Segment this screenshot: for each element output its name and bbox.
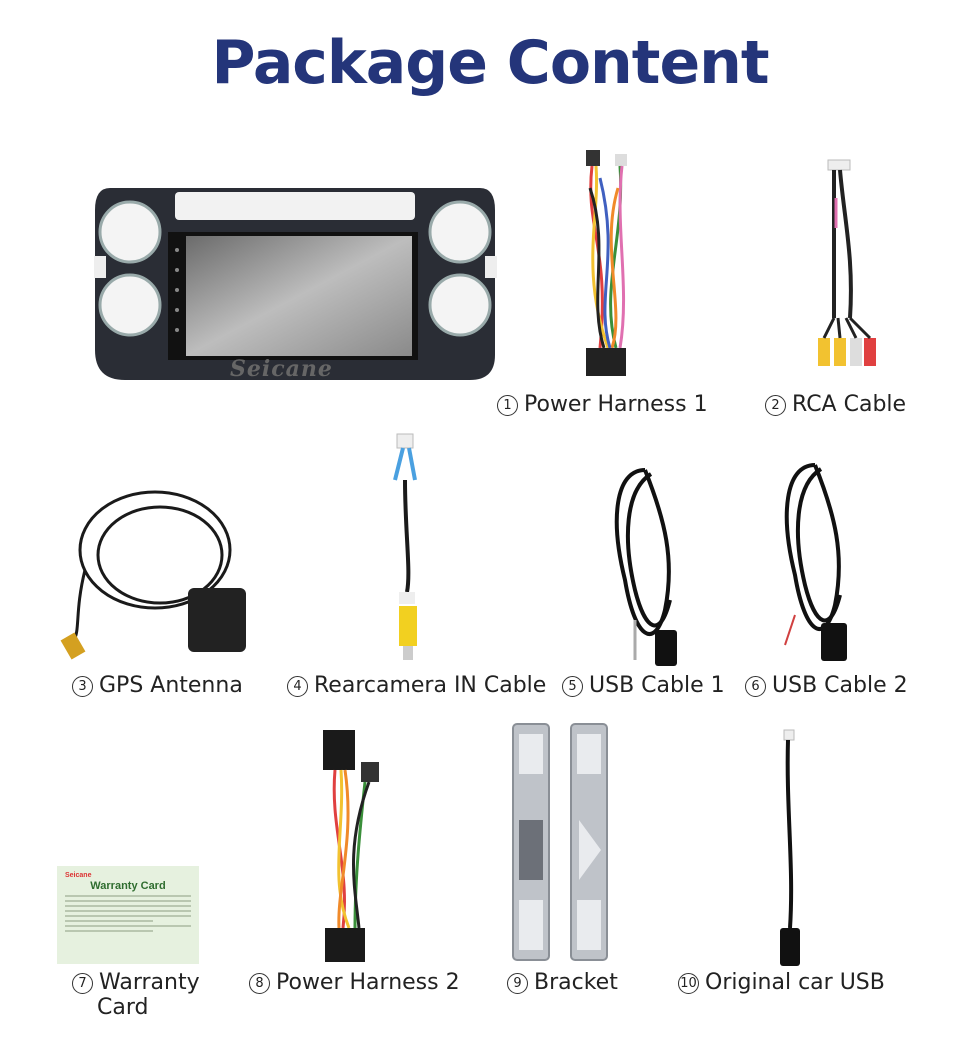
power-harness-1-image — [570, 148, 650, 388]
gps-antenna-image — [60, 480, 255, 670]
device-brand-logo: Seicane — [230, 356, 333, 382]
item-label-line2: Card — [97, 995, 149, 1020]
usb-cable-1-image — [605, 460, 690, 675]
power-harness-2-image — [315, 728, 385, 973]
usb-cable-2-image — [775, 455, 865, 670]
head-unit-image: Seicane — [90, 180, 500, 390]
warranty-card-image: Seicane Warranty Card — [57, 866, 199, 964]
rca-cable-image — [810, 158, 880, 393]
original-car-usb-image — [770, 728, 810, 973]
bracket-image — [505, 720, 615, 970]
warranty-card-brand: Seicane — [65, 872, 92, 879]
page-title: Package Content — [211, 28, 769, 98]
rearcamera-cable-image — [385, 432, 435, 669]
warranty-card-title: Warranty Card — [90, 880, 166, 892]
